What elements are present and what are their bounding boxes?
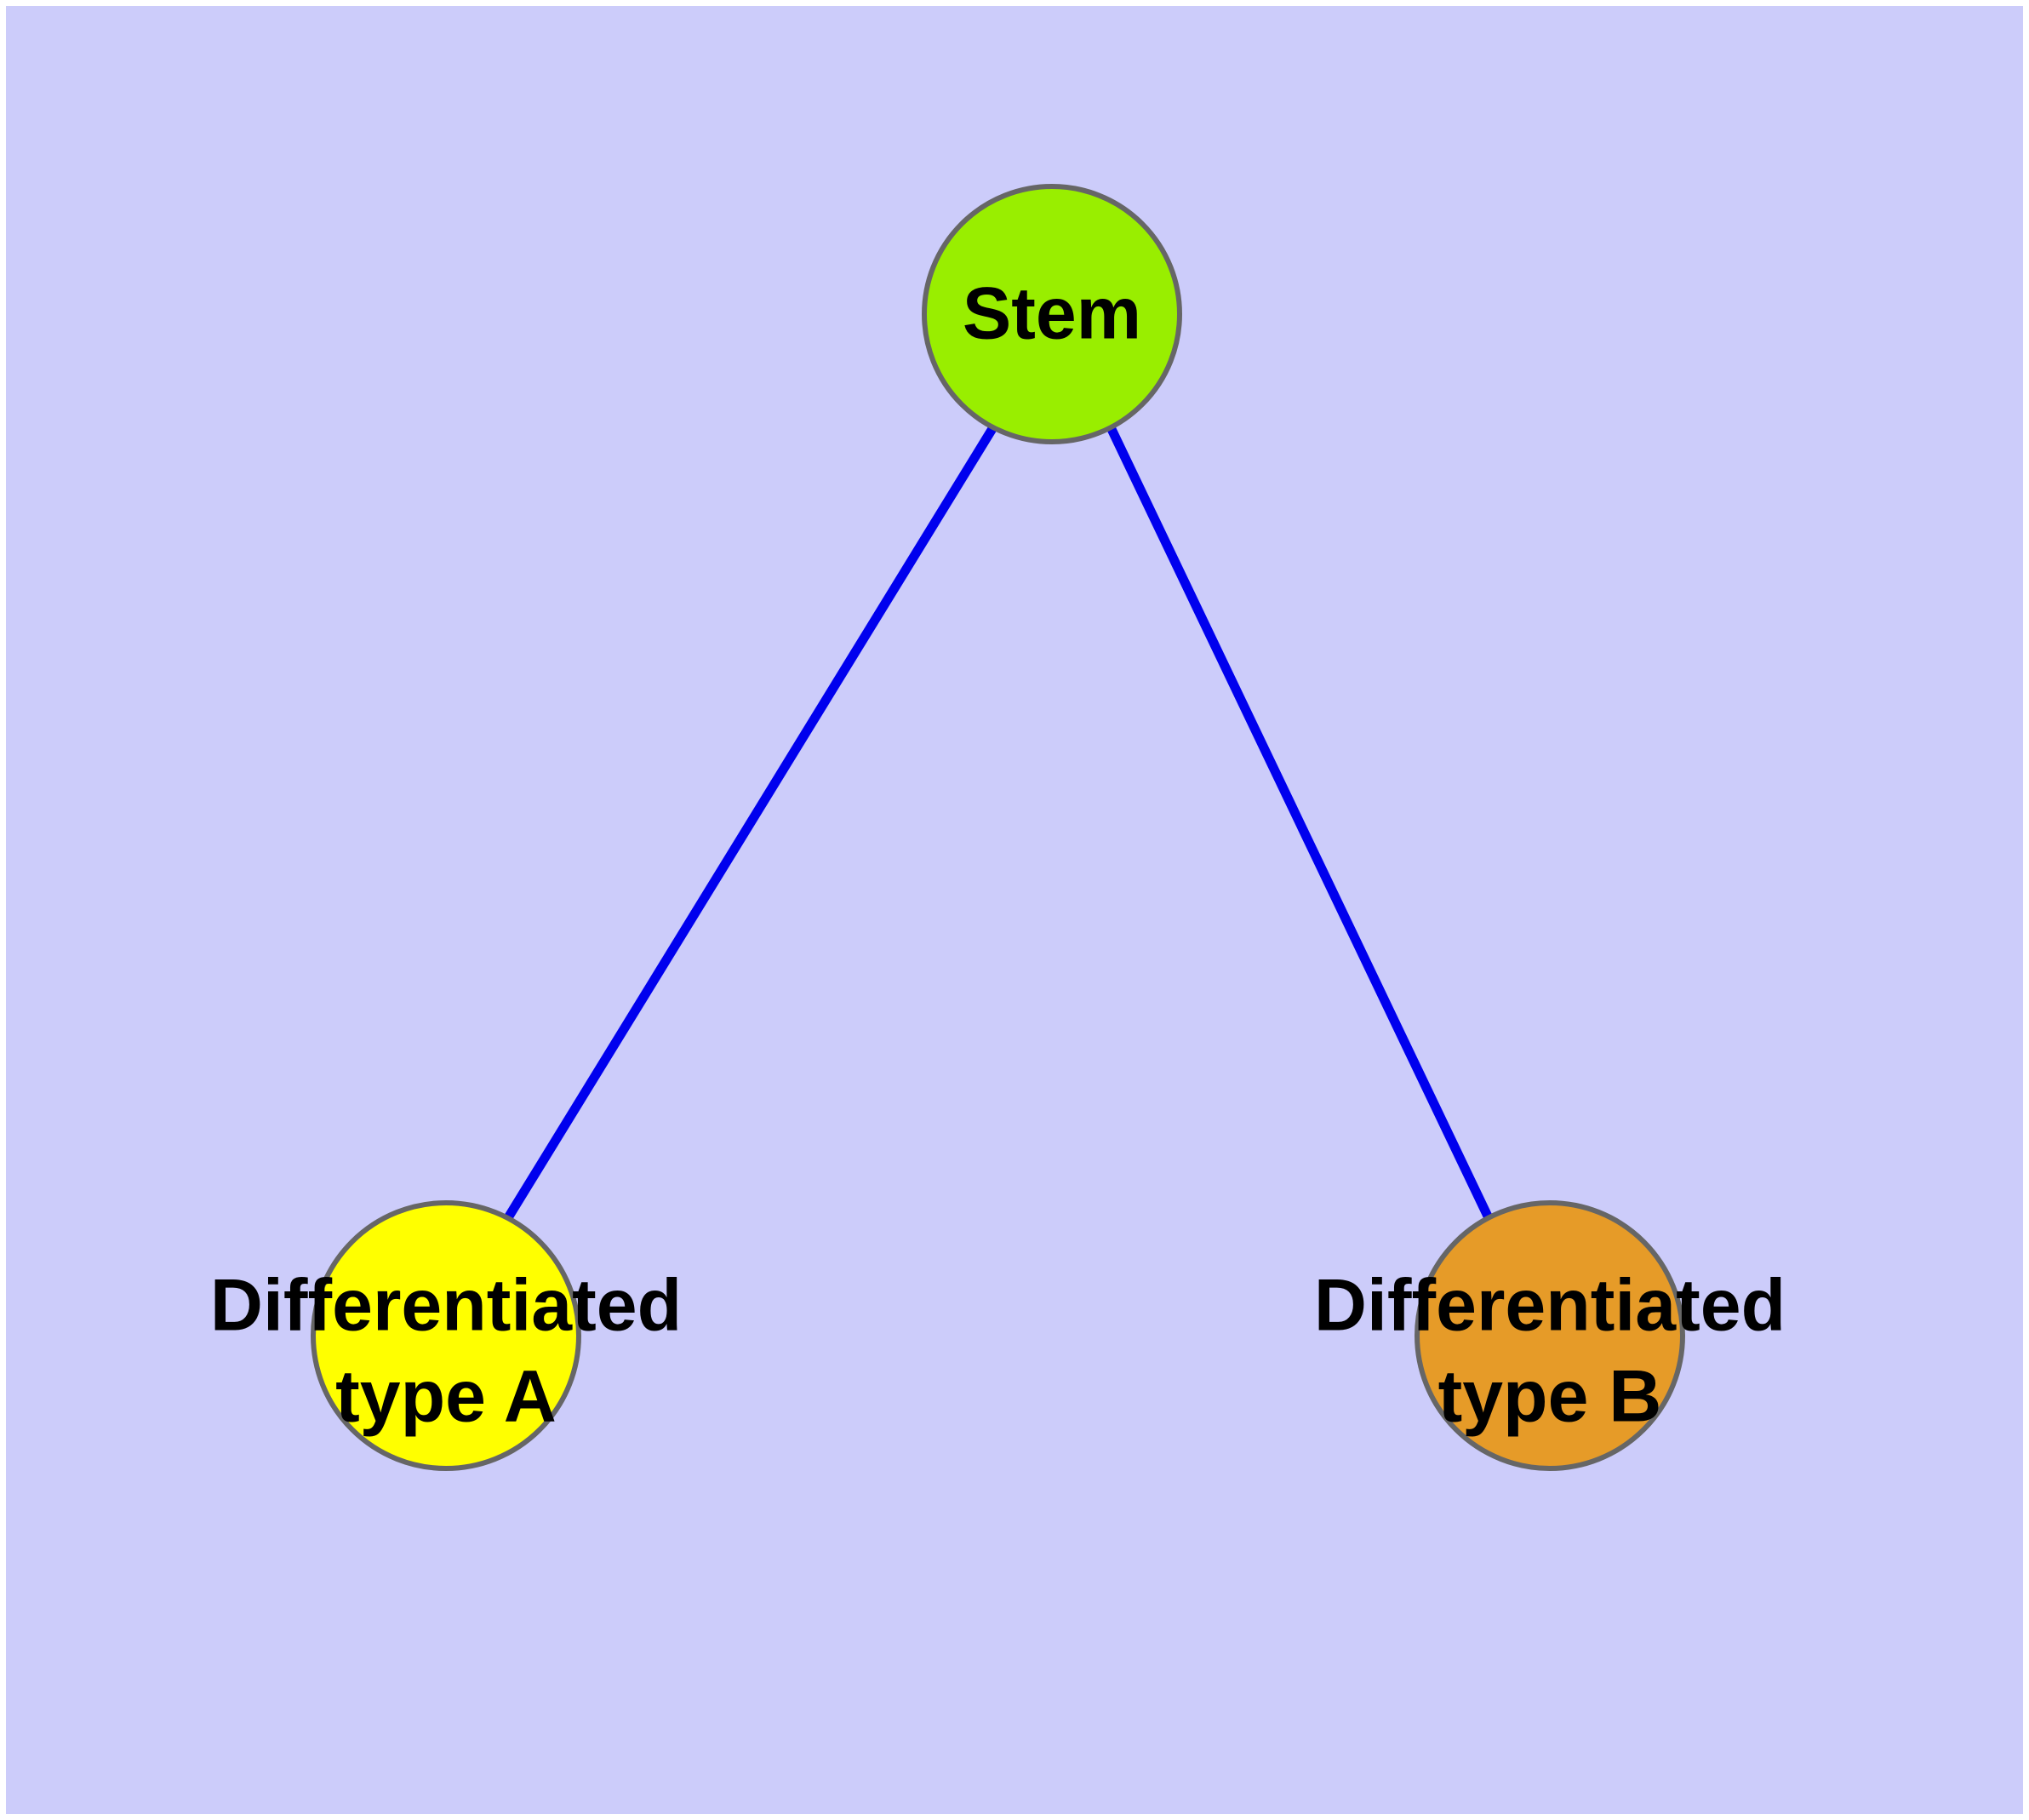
node-layer: Stem Differentiated type A Differentiate… xyxy=(210,184,1786,1471)
node-stem[interactable]: Stem xyxy=(922,184,1182,444)
edge-stem-to-differentiated-type-b[interactable] xyxy=(1106,425,1495,1226)
node-differentiated-type-a-label-line1: Differentiated xyxy=(210,1265,682,1347)
graph-background: Stem Differentiated type A Differentiate… xyxy=(6,6,2023,1814)
node-differentiated-type-b-label-line1: Differentiated xyxy=(1314,1265,1786,1347)
node-differentiated-type-a[interactable]: Differentiated type A xyxy=(210,1200,682,1471)
edge-layer xyxy=(500,425,1495,1226)
node-differentiated-type-a-circle[interactable] xyxy=(311,1200,581,1471)
node-differentiated-type-b-label-line2: type B xyxy=(1438,1356,1662,1438)
node-differentiated-type-b-circle[interactable] xyxy=(1415,1200,1685,1471)
graph-svg: Stem Differentiated type A Differentiate… xyxy=(210,184,1786,1471)
node-stem-circle[interactable] xyxy=(922,184,1182,444)
edge-stem-to-differentiated-type-a[interactable] xyxy=(500,425,997,1226)
node-stem-label: Stem xyxy=(963,273,1141,355)
node-differentiated-type-b[interactable]: Differentiated type B xyxy=(1314,1200,1786,1471)
node-differentiated-type-a-label-line2: type A xyxy=(335,1356,557,1438)
